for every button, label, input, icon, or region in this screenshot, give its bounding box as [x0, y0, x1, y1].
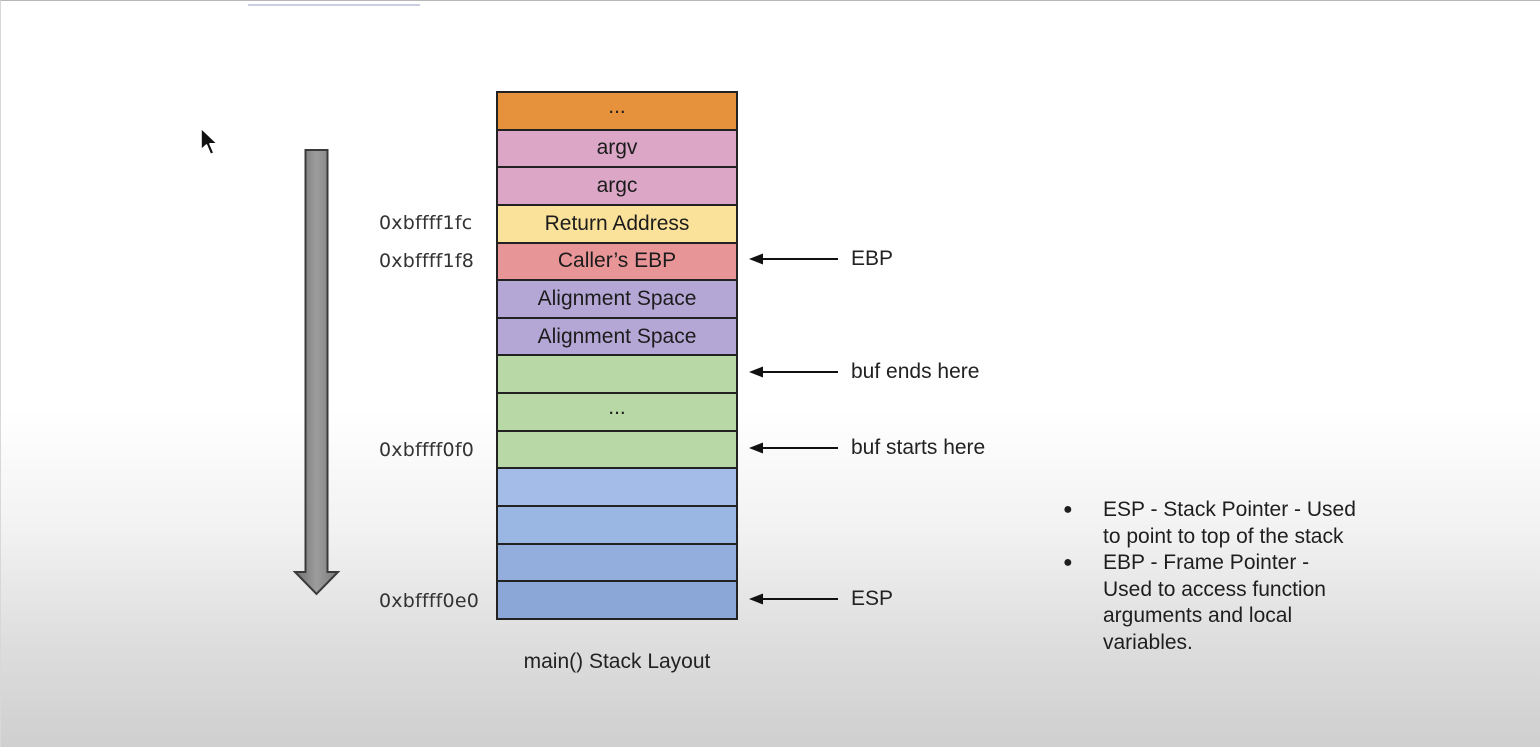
stack-cell: Alignment Space	[498, 316, 736, 355]
address-label: 0xbffff1f8	[379, 250, 475, 272]
down-arrow-icon	[292, 149, 341, 596]
pointer-annotation: ESP	[748, 587, 894, 610]
mouse-pointer-icon	[200, 127, 219, 156]
pointer-label: ESP	[851, 587, 894, 610]
slide-title-underline	[248, 4, 420, 6]
stack-cell-label: ...	[608, 94, 626, 118]
address-label: 0xbffff0f0	[379, 439, 475, 461]
note-text: EBP - Frame Pointer - Used to access fun…	[1103, 551, 1326, 654]
note-item-esp: ● ESP - Stack Pointer - Used to point to…	[1060, 497, 1360, 550]
bullet-icon: ●	[1063, 554, 1073, 571]
stack-cell: argv	[498, 128, 736, 167]
stack-caption: main() Stack Layout	[523, 650, 711, 673]
left-arrow-icon	[749, 593, 838, 605]
stack-cell-label: argc	[596, 174, 638, 198]
left-arrow-icon	[749, 253, 838, 265]
pointer-label: buf ends here	[851, 360, 980, 383]
address-label: 0xbffff0e0	[379, 590, 480, 612]
stack-cell-label: ...	[608, 395, 626, 419]
address-label: 0xbffff1fc	[379, 212, 473, 234]
stack-cell-label: Return Address	[544, 211, 690, 235]
stack-cell: Caller’s EBP	[498, 241, 736, 280]
stack-cell	[498, 505, 736, 543]
stack-cell	[498, 467, 736, 506]
left-arrow-icon	[749, 366, 838, 378]
note-text: ESP - Stack Pointer - Used to point to t…	[1103, 498, 1356, 548]
stack-cell-label: Caller’s EBP	[557, 249, 677, 273]
notes-list: ● ESP - Stack Pointer - Used to point to…	[1060, 497, 1360, 656]
pointer-label: EBP	[851, 247, 894, 270]
pointer-annotation: buf ends here	[748, 360, 980, 383]
stack-cell-label: Alignment Space	[537, 324, 697, 348]
stack-cell: Return Address	[498, 203, 736, 242]
stack-cell-label: argv	[596, 136, 638, 160]
stack-cell	[498, 354, 736, 393]
pointer-annotation: EBP	[748, 247, 894, 270]
pointer-label: buf starts here	[851, 436, 986, 459]
stack-cell: ...	[498, 93, 736, 129]
stack-cell	[498, 580, 736, 618]
stack-cell: Alignment Space	[498, 279, 736, 317]
stack-cell	[498, 429, 736, 468]
bullet-icon: ●	[1063, 501, 1073, 518]
stack-cell	[498, 542, 736, 581]
note-item-ebp: ● EBP - Frame Pointer - Used to access f…	[1060, 550, 1360, 656]
pointer-annotation: buf starts here	[748, 436, 986, 459]
stack-cell: argc	[498, 166, 736, 204]
left-arrow-icon	[749, 442, 838, 454]
stack-cell: ...	[498, 392, 736, 430]
stack-cell-label: Alignment Space	[537, 287, 697, 311]
